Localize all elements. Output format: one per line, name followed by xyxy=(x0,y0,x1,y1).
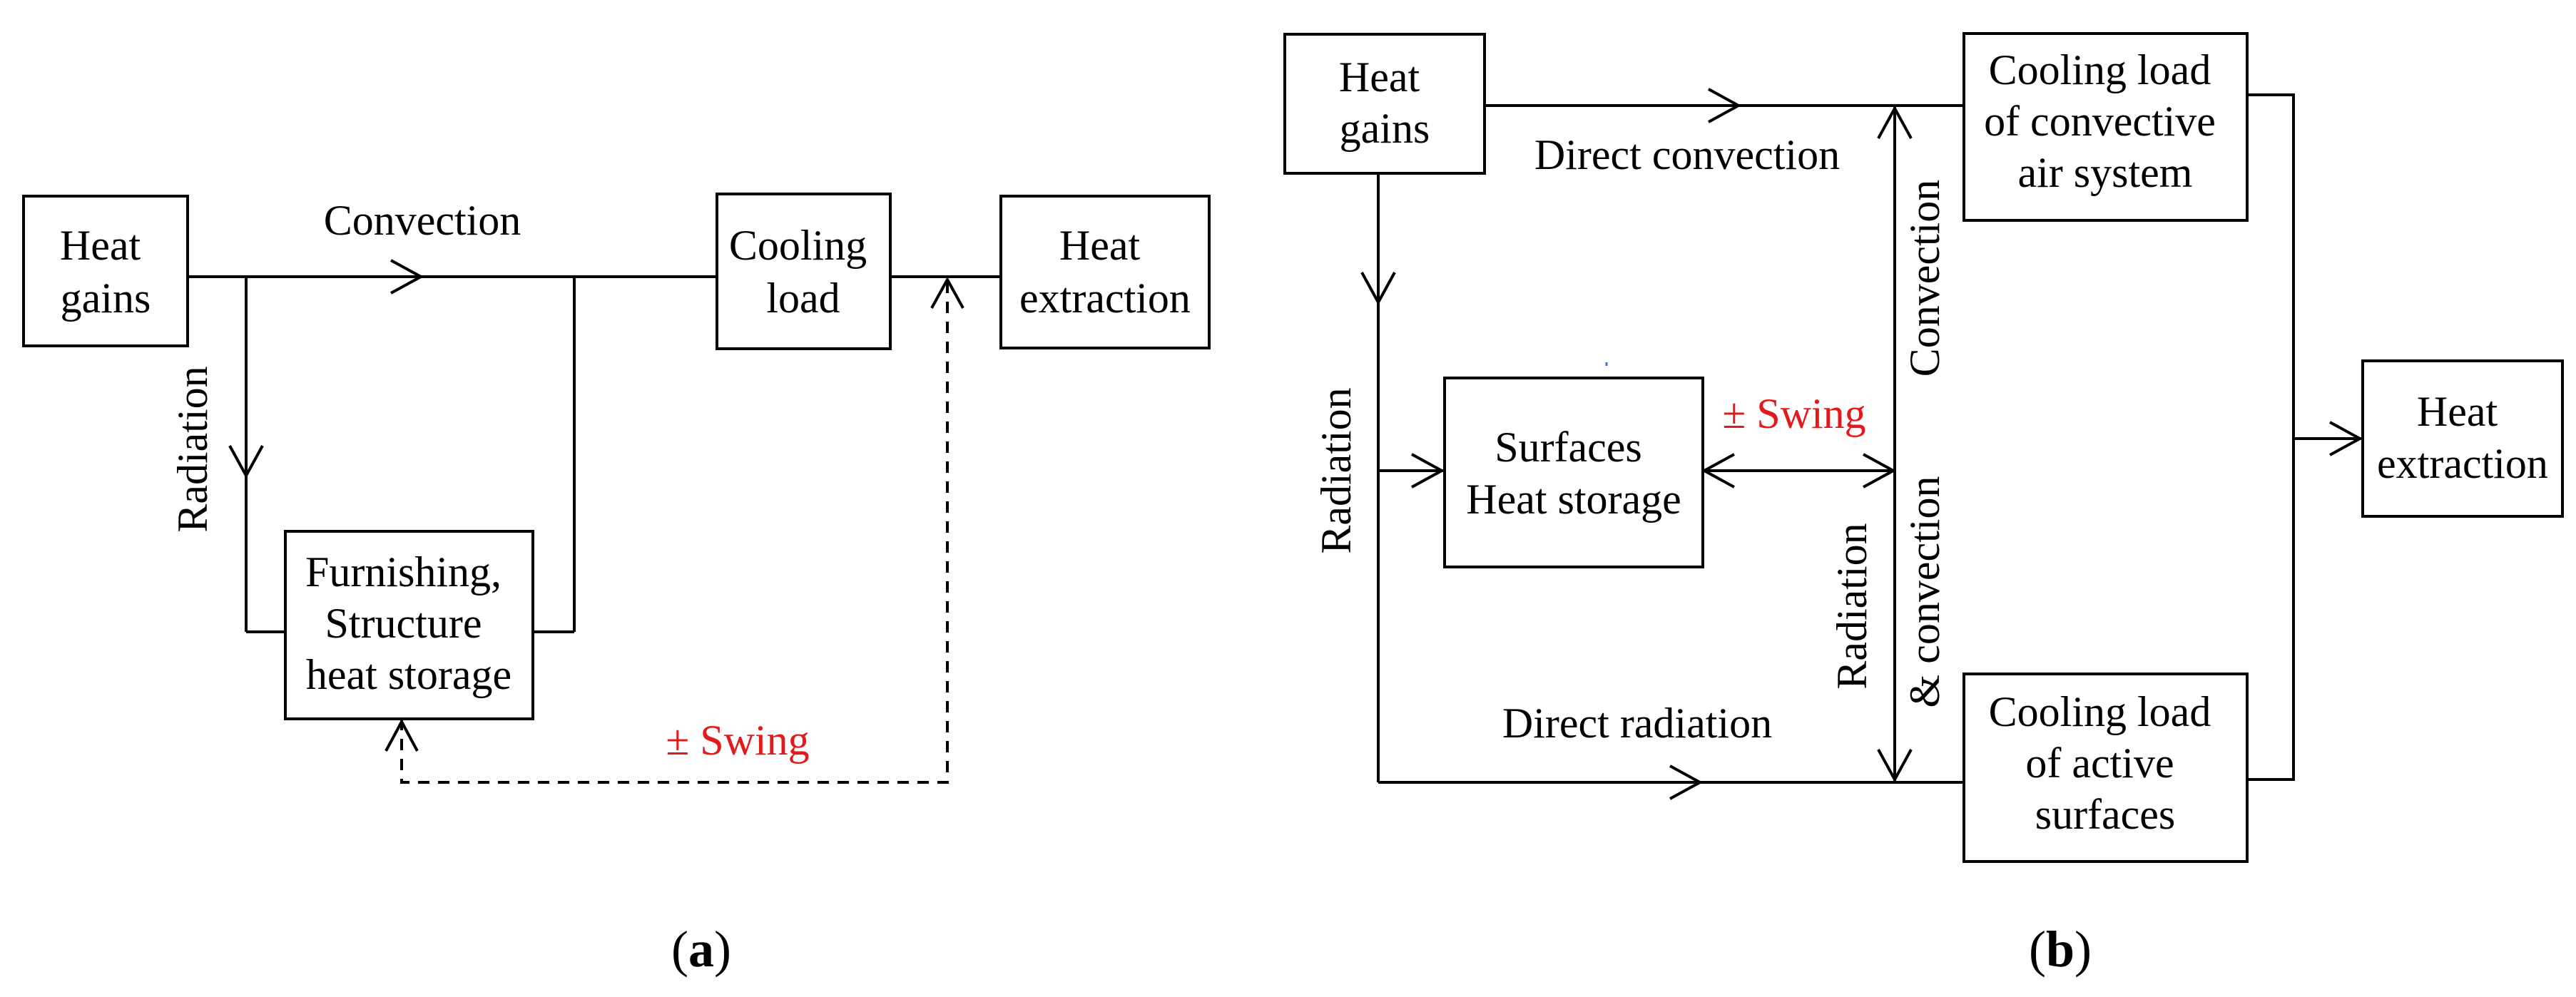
b-direct-convection-arrow xyxy=(1708,88,1742,123)
b-swing-label: ± Swing xyxy=(1722,390,1865,437)
b-surfaces-box xyxy=(1443,377,1704,568)
b-cooling-convective-label: Cooling load of convective air system xyxy=(1984,46,2226,196)
a-convection-label: Convection xyxy=(324,197,521,244)
b-swing-arrow-left xyxy=(1701,453,1735,489)
b-to-extraction-arrow xyxy=(2329,421,2363,456)
a-heat-extraction-label: Heat extraction xyxy=(1019,222,1191,322)
a-radiation-arrow xyxy=(228,445,264,479)
b-output-bracket xyxy=(2247,93,2295,781)
a-swing-arrow-extraction xyxy=(930,276,964,309)
a-cooling-load-box xyxy=(716,193,892,350)
b-heat-extraction-label: Heat extraction xyxy=(2377,388,2548,487)
b-radiation-arrow xyxy=(1360,272,1396,306)
a-swing-label: ± Swing xyxy=(666,717,809,764)
a-heat-gains-box xyxy=(22,195,189,347)
b-direct-convection-label: Direct convection xyxy=(1534,131,1840,178)
a-swing-arrow-storage xyxy=(385,718,419,752)
a-radiation-label: Radiation xyxy=(169,366,216,532)
b-heat-extraction-box xyxy=(2361,359,2564,518)
b-cooling-active-label: Cooling load of active surfaces xyxy=(1989,688,2222,838)
panel-a: Heat gains Convection Radiation Cooling … xyxy=(22,193,1211,978)
b-cooling-active-box xyxy=(1962,673,2249,863)
b-convection-vertical-label: Convection xyxy=(1901,180,1948,377)
b-cooling-convective-box xyxy=(1962,32,2249,222)
b-caption: (b) xyxy=(2029,921,2092,978)
a-swing-dashed-loop xyxy=(400,277,949,784)
a-storage-box xyxy=(284,530,534,720)
a-storage-label: Furnishing, Structure heat storage xyxy=(305,548,512,698)
b-vertical-arrow-top xyxy=(1877,105,1913,139)
a-caption: (a) xyxy=(671,921,731,978)
b-swing-arrow-right xyxy=(1863,453,1897,489)
b-vertical-arrow-bottom xyxy=(1877,749,1913,783)
b-heat-gains-label: Heat gains xyxy=(1339,53,1430,152)
b-radiation-label: Radiation xyxy=(1313,387,1360,553)
panel-b: Heat gains Direct convection Radiation S… xyxy=(1283,32,2564,978)
a-cooling-load-label: Cooling load xyxy=(729,222,877,322)
a-heat-gains-label: Heat gains xyxy=(60,222,151,322)
b-and-convection-vertical-label: & convection xyxy=(1901,476,1948,708)
b-direct-radiation-arrow xyxy=(1669,765,1704,800)
b-surfaces-label: Surfaces Heat storage xyxy=(1466,424,1681,523)
b-heat-gains-box xyxy=(1283,33,1486,175)
b-radiation-into-surfaces-arrow xyxy=(1411,453,1445,489)
b-direct-radiation-label: Direct radiation xyxy=(1502,700,1772,747)
a-convection-arrow xyxy=(390,259,424,295)
b-radiation-vertical-label: Radiation xyxy=(1828,523,1875,689)
a-heat-extraction-box xyxy=(999,195,1211,349)
